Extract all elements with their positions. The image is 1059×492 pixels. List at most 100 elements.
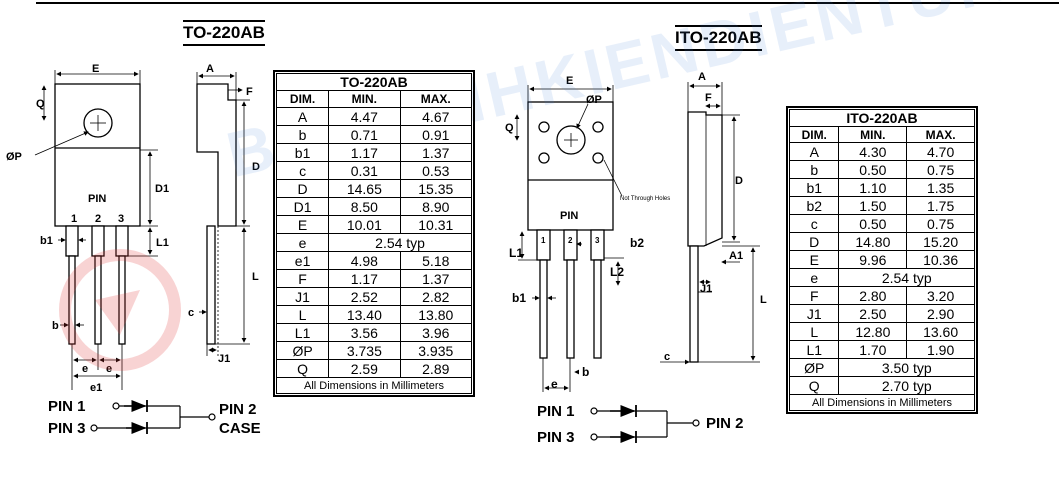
max-cell: 2.82 [399,287,473,306]
max-cell: 3.935 [399,341,473,360]
table-header-cell: MIN. [328,90,401,108]
title-underline [183,44,265,46]
min-cell: 3.735 [328,341,401,360]
label-D1: D1 [155,183,169,195]
label-pin3: PIN 3 [537,429,575,446]
min-cell: 8.50 [328,197,401,216]
label-L1: L1 [156,237,169,249]
dim-cell: J1 [275,287,330,306]
label-e-2: e [106,363,112,375]
dim-cell: A [788,142,840,161]
min-cell: 10.01 [328,215,401,234]
dim-cell: b1 [275,143,330,162]
label-pin-1: 1 [71,213,77,225]
dim-cell: D1 [275,197,330,216]
table-header-cell: MIN. [838,126,908,143]
to220-front-labels: E Q ØP D1 PIN 1 2 3 b1 L1 b e e e1 [6,63,169,394]
min-cell: 1.17 [328,269,401,288]
max-cell: 0.91 [399,125,473,144]
min-cell: 4.30 [838,142,908,161]
min-cell: 1.70 [838,340,908,359]
label-J1: J1 [218,353,230,365]
right-title-text: ITO-220AB [675,28,762,47]
value-cell: 2.54 typ [838,268,975,287]
min-cell: 2.52 [328,287,401,306]
label-pin1: PIN 1 [48,398,86,415]
min-cell: 1.10 [838,178,908,197]
dim-cell: E [275,215,330,234]
min-cell: 0.31 [328,161,401,180]
to220-side-labels: A F D L c J1 [188,63,260,365]
left-title-text: TO-220AB [183,23,265,42]
label-A: A [698,71,706,83]
to220-schematic-labels: PIN 1 PIN 3 PIN 2 CASE [48,398,261,437]
to220-side-view [196,72,250,356]
dim-cell: L [788,322,840,341]
dim-cell: F [275,269,330,288]
min-cell: 2.80 [838,286,908,305]
max-cell: 4.70 [906,142,975,161]
max-cell: 5.18 [399,251,473,270]
min-cell: 0.71 [328,125,401,144]
max-cell: 2.89 [399,359,473,378]
dim-cell: b1 [788,178,840,197]
dim-cell: e [788,268,840,287]
dim-cell: b2 [788,196,840,215]
label-b1: b1 [512,291,526,305]
table-header-cell: MAX. [906,126,975,143]
label-F: F [705,92,712,104]
max-cell: 10.36 [906,250,975,269]
label-pin1: PIN 1 [537,403,575,420]
label-J1: J1 [700,283,712,295]
label-L: L [252,271,259,283]
label-D: D [252,161,260,173]
title-overline [675,25,762,27]
max-cell: 0.53 [399,161,473,180]
dim-cell: c [275,161,330,180]
dim-cell: L1 [788,340,840,359]
min-cell: 9.96 [838,250,908,269]
left-package-title: TO-220AB [183,20,265,46]
min-cell: 1.17 [328,143,401,162]
label-E: E [566,75,573,87]
dim-cell: D [275,179,330,198]
min-cell: 2.50 [838,304,908,323]
dim-cell: Q [275,359,330,378]
label-L1: L1 [509,246,523,260]
label-not-through: Not Through Holes [620,196,670,202]
label-P: ØP [586,94,602,106]
max-cell: 0.75 [906,160,975,179]
dim-cell: D [788,232,840,251]
dim-cell: J1 [788,304,840,323]
label-pin3: PIN 3 [48,420,86,437]
label-case: CASE [219,420,261,437]
max-cell: 2.90 [906,304,975,323]
value-cell: 2.70 typ [838,376,975,395]
label-A: A [206,63,214,75]
label-pin-2: 2 [95,213,101,225]
dim-cell: e1 [275,251,330,270]
max-cell: 1.75 [906,196,975,215]
ito220-side-labels: A F D A1 J1 L c [664,71,767,363]
label-pin-3: 3 [118,213,124,225]
label-e: e [551,377,558,391]
table-title: TO-220AB [276,73,472,91]
label-b: b [582,365,589,379]
